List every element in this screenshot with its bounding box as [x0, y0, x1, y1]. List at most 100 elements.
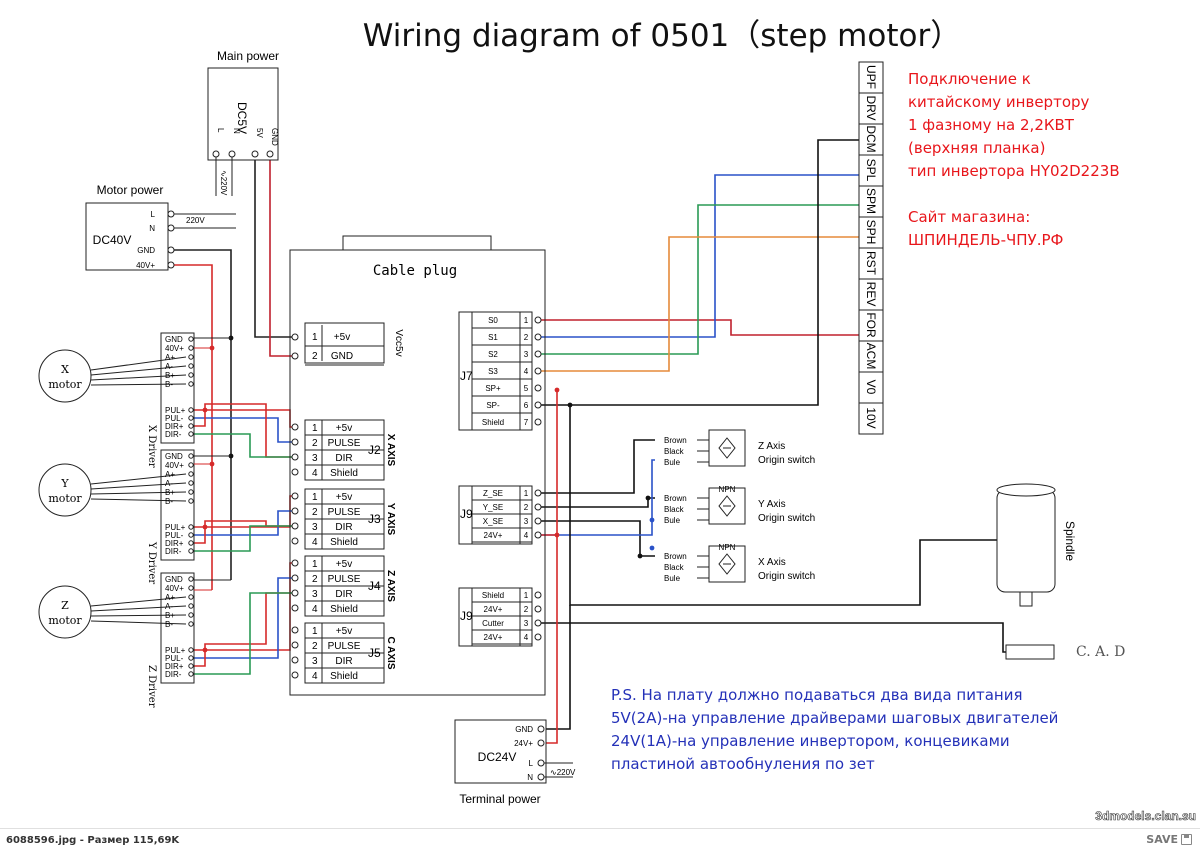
- axis-pin-num: 3: [312, 589, 318, 600]
- axis-pin-label: PULSE: [328, 507, 361, 518]
- main-power-box: [207, 67, 279, 161]
- switch-wire-label: Black: [664, 563, 685, 572]
- j9b-pin-label: Shield: [482, 591, 504, 600]
- driver-box: [160, 332, 195, 444]
- main-power-pin-label: 5V: [255, 128, 264, 138]
- axis-pin-num: 4: [312, 468, 318, 479]
- motor-lead: [90, 356, 187, 371]
- switch-axis: Y Axis: [758, 499, 786, 510]
- driver-pin-label: DIR+: [165, 422, 184, 431]
- inverter-pin: RST: [864, 251, 878, 276]
- j7-terminal: [534, 384, 542, 392]
- axis-terminal: [291, 626, 299, 634]
- axis-pin-label: Shield: [330, 671, 358, 682]
- j9b-pin-num: 2: [524, 605, 529, 614]
- inverter-pin: SPH: [864, 220, 878, 245]
- axis-block-name: X AXIS: [385, 434, 396, 467]
- j7-terminal: [534, 418, 542, 426]
- axis-pin-label: Shield: [330, 537, 358, 548]
- note-ps-line: 24V(1A)-на управление инвертором, концев…: [611, 732, 1010, 750]
- junction-dot: [637, 553, 643, 559]
- j7-terminal: [534, 401, 542, 409]
- page-title: Wiring diagram of 0501（step motor）: [363, 18, 961, 54]
- j9a-terminal: [534, 531, 542, 539]
- driver-terminal: [188, 415, 194, 421]
- terminal-power-pin-label: L: [529, 759, 534, 768]
- axis-jack-label: J5: [368, 646, 381, 660]
- driver-terminal: [188, 540, 194, 546]
- driver-terminal: [188, 431, 194, 437]
- axis-terminal: [291, 537, 299, 545]
- axis-pin-num: 4: [312, 671, 318, 682]
- axis-pin-label: +5v: [336, 492, 352, 503]
- motor-lead: [90, 620, 187, 625]
- motor-lead: [90, 491, 187, 495]
- axis-pin-label: +5v: [336, 423, 352, 434]
- save-label: SAVE: [1146, 833, 1178, 846]
- driver-box: [160, 572, 195, 684]
- terminal-power-terminal: [537, 739, 545, 747]
- y-se-wire: [541, 497, 655, 508]
- note-ru-line: (верхняя планка): [908, 139, 1045, 157]
- main-power-pin-label: L: [216, 128, 225, 133]
- j9b-pin-label: 24V+: [484, 633, 503, 642]
- sensor-diamond-icon: [718, 495, 736, 517]
- note-ru-line: Сайт магазина:: [908, 208, 1030, 226]
- switch-axis: X Axis: [758, 557, 786, 568]
- motor-lead: [90, 482, 187, 490]
- axis-pin-num: 3: [312, 656, 318, 667]
- driver-pin-label: PUL+: [165, 646, 186, 655]
- driver-box: [160, 449, 195, 561]
- j9a-pin-num: 1: [524, 489, 529, 498]
- j7-pin-num: 1: [524, 316, 529, 325]
- axis-jack-label: J2: [368, 443, 381, 457]
- j9a-terminal: [534, 489, 542, 497]
- terminal-power-pin-label: 24V+: [514, 739, 533, 748]
- driver-terminal: [188, 671, 194, 677]
- motor-lead: [90, 473, 187, 485]
- note-ru-line: китайскому инвертору: [908, 93, 1090, 111]
- vcc-pin-label: +5v: [334, 332, 350, 343]
- motor-power-pin-label: 40V+: [136, 261, 155, 270]
- j7-terminal: [534, 367, 542, 375]
- axis-terminal: [291, 453, 299, 461]
- axis-terminal: [291, 656, 299, 664]
- j7-pin-label: S3: [488, 367, 498, 376]
- axis-jack-label: J4: [368, 579, 381, 593]
- j9-red-wire: [541, 390, 558, 536]
- motor-lead: [90, 596, 187, 607]
- axis-pin-label: DIR: [335, 589, 352, 600]
- driver-terminal: [188, 532, 194, 538]
- driver-terminal: [188, 594, 194, 600]
- motor-lead: [90, 605, 187, 612]
- sp-dcm-wire: [541, 139, 859, 406]
- switch-caption: Origin switch: [758, 571, 815, 582]
- main-power-terminal: [212, 150, 220, 158]
- driver-terminal: [188, 524, 194, 530]
- j7-pin-num: 7: [524, 418, 529, 427]
- j9a-label: J9: [460, 507, 473, 521]
- driver-terminal: [188, 407, 194, 413]
- motor-power-terminal: [167, 224, 175, 232]
- axis-pin-num: 3: [312, 522, 318, 533]
- motor-label: motor: [48, 614, 82, 627]
- save-button[interactable]: SAVE: [1146, 833, 1192, 846]
- j9b-terminal: [534, 633, 542, 641]
- inverter-pin: V0: [864, 380, 878, 395]
- j9a-pin-label: Z_SE: [483, 489, 503, 498]
- inverter-pin: REV: [864, 282, 878, 307]
- driver-pin-label: PUL-: [165, 414, 184, 423]
- driver-terminal: [188, 603, 194, 609]
- junction-dot: [202, 407, 208, 413]
- driver-pin-label: A+: [165, 353, 175, 362]
- switch-wire-label: Black: [664, 505, 685, 514]
- note-ru-line: 1 фазному на 2,2КВТ: [908, 116, 1075, 134]
- driver-terminal: [188, 585, 194, 591]
- dir-wire: [194, 433, 292, 458]
- cable-plug-label: Cable plug: [373, 263, 457, 279]
- driver-pin-label: A-: [165, 362, 173, 371]
- axis-pin-label: +5v: [336, 559, 352, 570]
- spindle-shaft: [1019, 591, 1033, 607]
- axis-pin-label: DIR: [335, 453, 352, 464]
- driver-pin-label: B+: [165, 488, 175, 497]
